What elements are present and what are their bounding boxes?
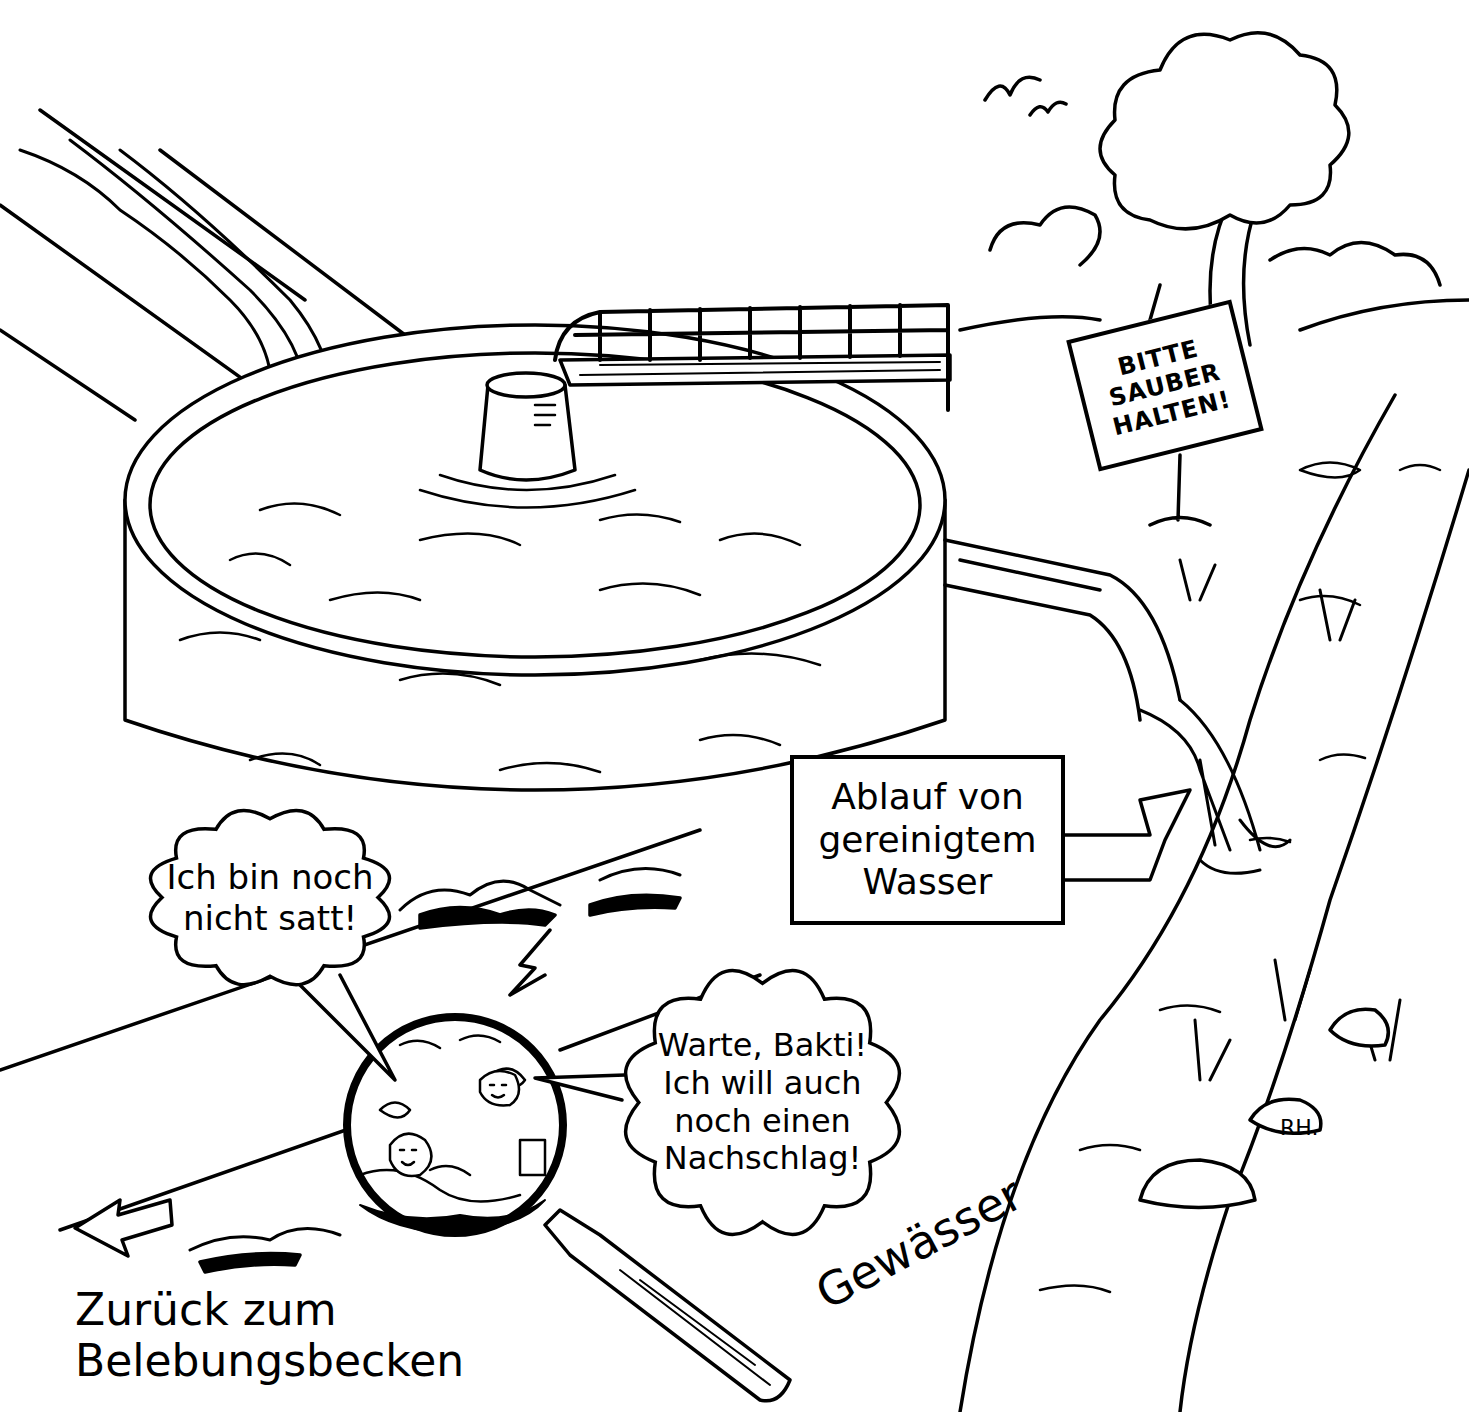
rocks bbox=[1140, 1009, 1388, 1207]
signature: RH. bbox=[1280, 1115, 1340, 1140]
speech-text: Warte, Bakti! Ich will auch noch einen N… bbox=[630, 1027, 895, 1178]
tank-inner-rim bbox=[150, 353, 920, 657]
bridge-deck bbox=[560, 355, 950, 385]
tree-crown bbox=[1100, 33, 1349, 229]
speech-tail bbox=[535, 1075, 625, 1100]
bridge-railing bbox=[555, 305, 948, 410]
bacteria-faces bbox=[400, 1085, 506, 1165]
water-surface bbox=[180, 504, 820, 685]
cloud-outline bbox=[150, 810, 389, 984]
lens-sludge bbox=[360, 1200, 545, 1233]
outflow-channel bbox=[945, 540, 1180, 720]
bacteria bbox=[390, 1071, 519, 1176]
handle-hatching bbox=[620, 1270, 770, 1385]
birds bbox=[985, 77, 1066, 115]
reeds bbox=[1180, 560, 1400, 1080]
river-ripples bbox=[1040, 463, 1440, 1293]
cloud-outline bbox=[626, 971, 900, 1235]
box-text: BITTE SAUBER HALTEN! bbox=[1086, 327, 1244, 444]
speech-bubble: Warte, Bakti! Ich will auch noch einen N… bbox=[615, 960, 910, 1245]
outflow-label-arrow bbox=[1060, 790, 1190, 880]
river-bank bbox=[1180, 470, 1469, 1412]
speech-bubble: Ich bin noch nicht satt! bbox=[140, 800, 400, 995]
return-label: Zurück zum Belebungsbecken bbox=[75, 1285, 515, 1386]
bridge-hatching bbox=[580, 362, 940, 375]
box-text: Ablauf von gereinigtem Wasser bbox=[804, 776, 1051, 903]
warning-sign: BITTE SAUBER HALTEN! bbox=[1066, 299, 1264, 471]
tank-wall-marks bbox=[250, 735, 780, 772]
return-arrow bbox=[75, 1200, 172, 1256]
magnifier-handle bbox=[545, 1210, 790, 1401]
line-art bbox=[0, 33, 1469, 1412]
central-inlet-top bbox=[487, 373, 565, 397]
speech-tail bbox=[300, 975, 395, 1080]
inlet-ripples bbox=[420, 405, 635, 508]
outflow-label-box: Ablauf von gereinigtem Wasser bbox=[790, 755, 1065, 925]
central-inlet bbox=[480, 385, 575, 480]
sludge-arrow bbox=[510, 930, 550, 995]
floc-particles bbox=[360, 1035, 545, 1201]
speech-text: Ich bin noch nicht satt! bbox=[156, 857, 384, 937]
